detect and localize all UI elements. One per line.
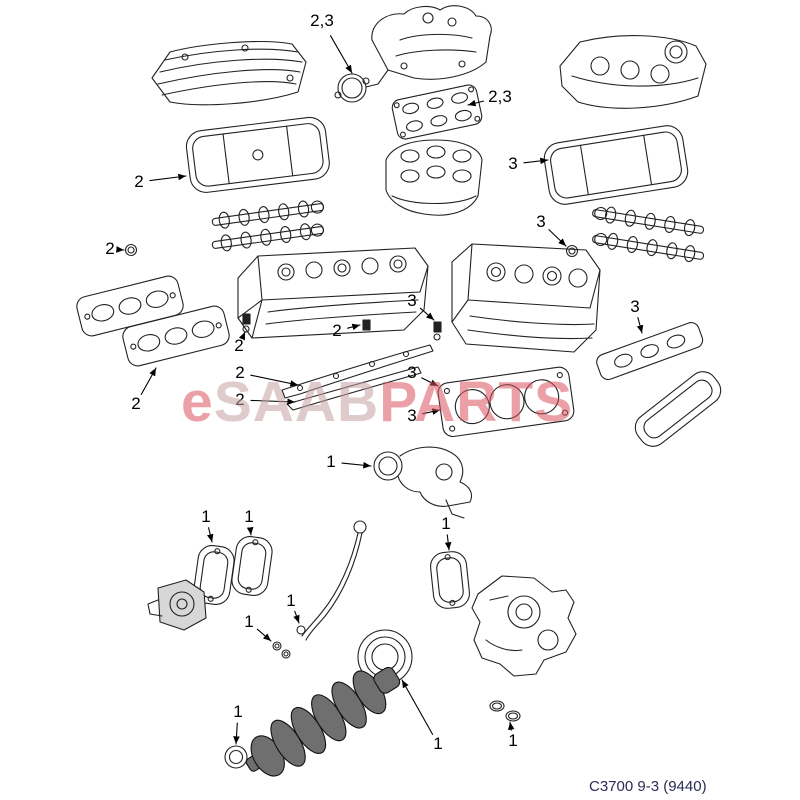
thermostat-housing-drawing <box>373 446 473 519</box>
left-cylinder-head-drawing <box>237 247 429 339</box>
callout-label-1: 1 <box>508 731 518 750</box>
heat-shield-drawing <box>634 371 722 447</box>
callout-leader-line <box>507 721 515 731</box>
callout-label-2-3: 2,3 <box>310 11 334 30</box>
timing-cover-gasket-drawing <box>281 344 434 411</box>
camshaft-oring-left-drawing <box>124 243 138 257</box>
callout-label-3: 3 <box>536 212 546 231</box>
callout-lines-group <box>116 35 644 745</box>
callout-leader-line <box>250 374 299 387</box>
callout-label-3: 3 <box>407 363 417 382</box>
dipstick-tube-drawing <box>296 520 367 641</box>
callout-leader-line <box>422 408 441 415</box>
callout-label-1: 1 <box>201 507 211 526</box>
callout-leader-line <box>233 722 240 745</box>
callout-label-2: 2 <box>235 363 245 382</box>
callout-leader-line <box>467 99 485 107</box>
callout-leader-line <box>250 398 296 406</box>
throttle-body-gasket-drawing <box>334 73 370 103</box>
callout-leader-line <box>140 367 157 395</box>
callout-leader-line <box>341 461 372 469</box>
oring-pair-right-drawing <box>489 700 521 722</box>
exhaust-gasket-right-drawing <box>596 322 704 381</box>
intake-manifold-upper-drawing <box>365 5 492 88</box>
right-valve-cover-gasket-drawing <box>543 125 689 205</box>
callout-label-2: 2 <box>105 239 115 258</box>
exhaust-manifold-gasket-left-drawing <box>76 275 230 367</box>
callout-label-3: 3 <box>407 406 417 425</box>
left-valve-cover-gasket-drawing <box>185 116 330 193</box>
callout-leader-line <box>329 35 353 74</box>
callout-label-2: 2 <box>234 336 244 355</box>
callout-label-1: 1 <box>326 452 336 471</box>
callout-label-2-3: 2,3 <box>488 87 512 106</box>
callout-label-3: 3 <box>630 297 640 316</box>
callout-label-1: 1 <box>286 591 296 610</box>
callout-leader-line <box>419 307 435 321</box>
callout-label-1: 1 <box>441 514 451 533</box>
callout-label-2: 2 <box>235 390 245 409</box>
callout-label-3: 3 <box>508 154 518 173</box>
callout-label-1: 1 <box>433 734 443 753</box>
callout-leader-line <box>347 323 361 331</box>
callout-label-2: 2 <box>332 321 342 340</box>
callout-leader-line <box>149 173 187 182</box>
callout-label-2: 2 <box>134 172 144 191</box>
left-camshafts-drawing <box>211 200 325 252</box>
callout-leader-line <box>256 628 272 642</box>
small-orings-drawing <box>272 641 291 659</box>
callout-leader-line <box>293 610 300 624</box>
right-camshafts-drawing <box>592 206 705 263</box>
callout-leader-line <box>207 527 214 543</box>
water-pump-gasket-b-drawing <box>231 536 273 596</box>
callout-label-1: 1 <box>244 612 254 631</box>
callout-leader-line <box>636 317 644 334</box>
intake-manifold-lower-drawing <box>385 139 483 216</box>
callout-leader-line <box>238 331 246 341</box>
front-crank-seal-drawing <box>224 745 248 769</box>
intake-manifold-gasket-drawing <box>391 84 483 140</box>
callout-leader-line <box>246 526 254 536</box>
cylinder-head-gasket-drawing <box>437 366 575 438</box>
camshaft-oring-right-drawing <box>565 244 579 258</box>
right-cover-gasket-drawing <box>430 551 470 609</box>
callout-leader-line <box>421 377 439 387</box>
callout-label-2: 2 <box>131 394 141 413</box>
callout-label-1: 1 <box>233 702 243 721</box>
oil-pump-drawing <box>147 579 207 631</box>
callout-leader-line <box>444 534 452 551</box>
right-valve-cover-drawing <box>559 35 707 109</box>
callout-leader-line <box>401 679 434 735</box>
crankshaft-drawing <box>245 666 401 777</box>
callout-leader-line <box>523 157 549 165</box>
right-cylinder-head-drawing <box>451 243 601 353</box>
oil-pump-housing-drawing <box>471 575 577 677</box>
callout-label-1: 1 <box>244 507 254 526</box>
valve-stem-seal-right-drawing <box>433 321 442 341</box>
callout-leader-line <box>548 229 567 247</box>
valve-stem-seal-center-drawing <box>362 319 371 331</box>
diagram-code: C3700 9-3 (9440) <box>589 778 707 795</box>
callout-label-3: 3 <box>407 291 417 310</box>
valve-stem-seal-left-drawing <box>242 313 251 333</box>
left-valve-cover-drawing <box>151 41 307 106</box>
